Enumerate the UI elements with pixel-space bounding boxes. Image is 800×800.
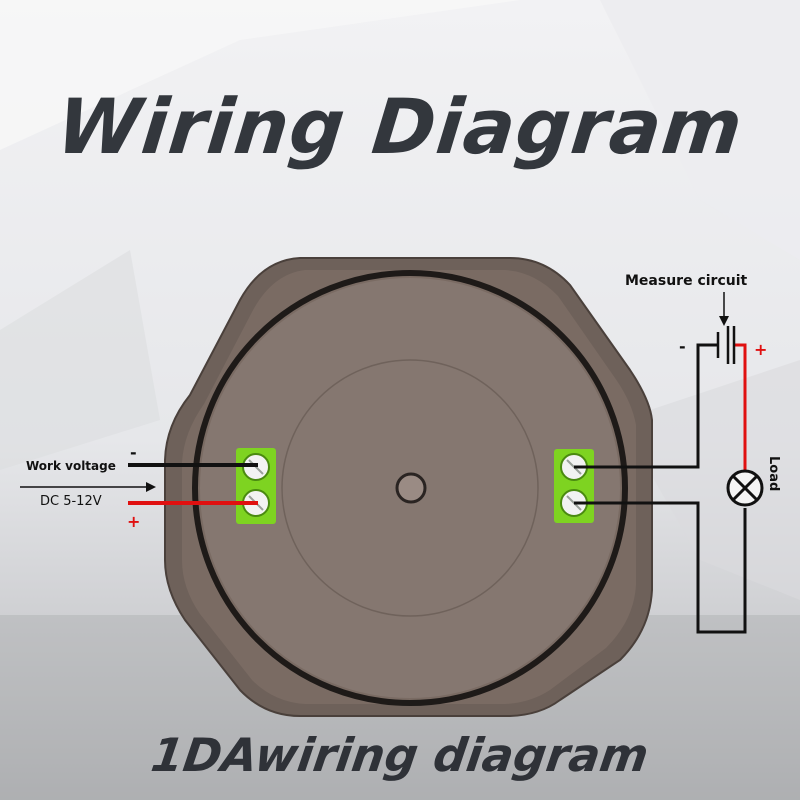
measure-lower-wire (574, 501, 747, 634)
measure-circuit-label: Measure circuit (625, 273, 748, 289)
page-subtitle: 1DAwiring diagram (147, 728, 653, 782)
battery-minus-sign: - (679, 337, 686, 356)
load-label: Load (766, 456, 781, 491)
measure-red-wire (734, 343, 747, 470)
supply-arrow (20, 482, 156, 492)
left-plus-sign: + (127, 512, 140, 531)
battery-plus-sign: + (754, 340, 767, 359)
battery-symbol (716, 326, 736, 364)
measure-upper-wire (574, 343, 718, 469)
sensor-face-ring (192, 270, 628, 706)
center-hole (395, 472, 427, 504)
left-terminal-block (236, 448, 276, 524)
measure-arrow (719, 292, 729, 326)
work-voltage-label: Work voltage (26, 459, 116, 473)
lamp-icon (726, 469, 764, 507)
dc-range-label: DC 5-12V (40, 494, 102, 509)
right-terminal-block (554, 449, 594, 523)
sensor-face-inner-ring (281, 359, 539, 617)
left-minus-sign: - (130, 443, 137, 462)
